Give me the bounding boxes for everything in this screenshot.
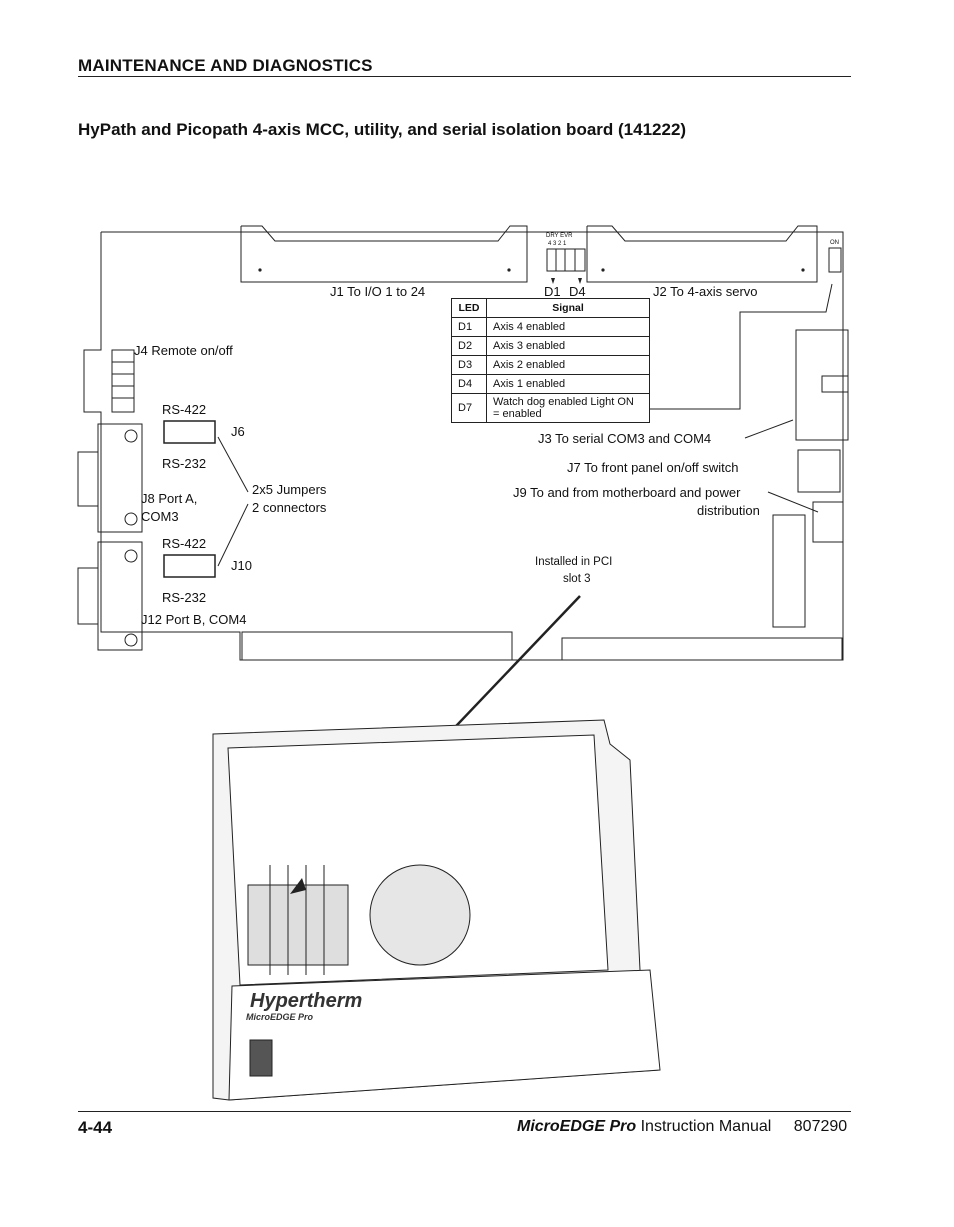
led-col-header: LED bbox=[451, 298, 487, 318]
led-signal: Axis 4 enabled bbox=[486, 317, 650, 337]
signal-col-header: Signal bbox=[486, 298, 650, 318]
j6-label: J6 bbox=[231, 424, 245, 439]
j8-label-line1: J8 Port A, bbox=[141, 491, 198, 506]
page-number: 4-44 bbox=[78, 1118, 113, 1137]
microedge-logo: MicroEDGE Pro bbox=[246, 1012, 314, 1022]
dry-evr-label: DRY EVR bbox=[546, 233, 573, 239]
jumpers-label-line2: 2 connectors bbox=[252, 500, 327, 515]
jumpers-label-line1: 2x5 Jumpers bbox=[252, 482, 327, 497]
rs232-b-label: RS-232 bbox=[162, 590, 207, 605]
dry-evr-numbers: 4 3 2 1 bbox=[548, 241, 567, 247]
led-code: D2 bbox=[451, 336, 487, 356]
rs422-a-label: RS-422 bbox=[162, 402, 207, 417]
j6-jumper bbox=[163, 420, 216, 444]
table-row: D1 Axis 4 enabled bbox=[451, 317, 650, 337]
j7-label: J7 To front panel on/off switch bbox=[567, 460, 739, 475]
table-row: D4 Axis 1 enabled bbox=[451, 374, 650, 394]
led-code: D3 bbox=[451, 355, 487, 375]
table-row: D7 Watch dog enabled Light ON = enabled bbox=[451, 393, 650, 423]
footer-doc-number: 807290 bbox=[793, 1118, 848, 1135]
pin-dots bbox=[258, 268, 805, 272]
j9-label-line2: distribution bbox=[697, 503, 760, 518]
footer-rule bbox=[78, 1111, 851, 1112]
led-signal: Axis 1 enabled bbox=[486, 374, 650, 394]
j8-label-line2: COM3 bbox=[141, 509, 179, 524]
j4-label: J4 Remote on/off bbox=[134, 343, 233, 358]
on-switch bbox=[828, 247, 842, 273]
table-row: D3 Axis 2 enabled bbox=[451, 355, 650, 375]
led-table-header: LED Signal bbox=[451, 298, 650, 318]
j4-connector bbox=[111, 349, 135, 413]
rs232-a-label: RS-232 bbox=[162, 456, 207, 471]
d1-label: D1 bbox=[544, 284, 561, 299]
hypertherm-logo: Hypertherm bbox=[250, 990, 363, 1012]
j9-connector bbox=[772, 514, 806, 628]
dry-evr-block bbox=[546, 248, 586, 272]
j9-label-line1: J9 To and from motherboard and power bbox=[513, 485, 741, 500]
j3-label: J3 To serial COM3 and COM4 bbox=[538, 431, 712, 446]
j1-label: J1 To I/O 1 to 24 bbox=[330, 284, 426, 299]
led-code: D1 bbox=[451, 317, 487, 337]
installed-label-line1: Installed in PCI bbox=[535, 556, 613, 568]
d4-label: D4 bbox=[569, 284, 586, 299]
j7-connector bbox=[797, 449, 841, 493]
led-signal: Axis 3 enabled bbox=[486, 336, 650, 356]
led-signal: Watch dog enabled Light ON = enabled bbox=[486, 393, 650, 423]
j10-label: J10 bbox=[231, 558, 252, 573]
j12-label: J12 Port B, COM4 bbox=[141, 612, 247, 627]
footer-text: MicroEDGE Pro Instruction Manual 807290 bbox=[517, 1118, 847, 1136]
led-code: D4 bbox=[451, 374, 487, 394]
footer-manual: Instruction Manual bbox=[640, 1118, 772, 1135]
led-code: D7 bbox=[451, 393, 487, 423]
on-label: ON bbox=[830, 240, 839, 246]
j1-connector bbox=[240, 225, 528, 283]
footer-brand: MicroEDGE Pro bbox=[517, 1118, 637, 1135]
j10-jumper bbox=[163, 554, 216, 578]
rs422-b-label: RS-422 bbox=[162, 536, 207, 551]
page-title: HyPath and Picopath 4-axis MCC, utility,… bbox=[78, 120, 687, 139]
j2-connector bbox=[586, 225, 818, 283]
pci-edge-connector bbox=[241, 631, 513, 661]
j12-db9 bbox=[97, 541, 143, 651]
installed-label-line2: slot 3 bbox=[563, 573, 591, 585]
section-title: MAINTENANCE AND DIAGNOSTICS bbox=[78, 56, 373, 75]
led-signal: Axis 2 enabled bbox=[486, 355, 650, 375]
led-table: LED Signal D1 Axis 4 enabled D2 Axis 3 e… bbox=[451, 298, 650, 423]
j2-label: J2 To 4-axis servo bbox=[653, 284, 758, 299]
table-row: D2 Axis 3 enabled bbox=[451, 336, 650, 356]
header-rule bbox=[78, 76, 851, 77]
